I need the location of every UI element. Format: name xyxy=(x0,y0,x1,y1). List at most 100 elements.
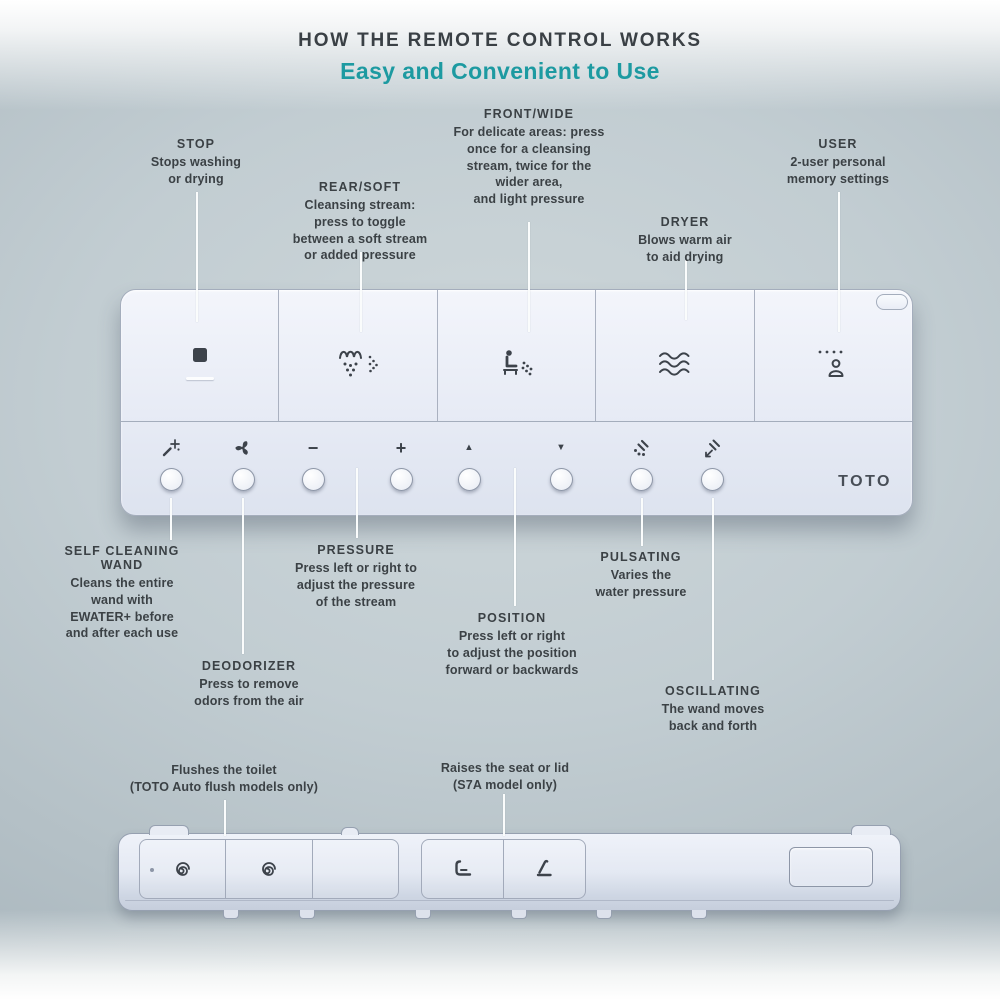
callout-line-dryer xyxy=(685,260,687,320)
callout-oscillating: OSCILLATING The wand moves back and fort… xyxy=(662,684,765,735)
side-label-area xyxy=(789,847,873,887)
seat-raise-button[interactable] xyxy=(422,840,504,898)
callout-flush-note-body: Flushes the toilet (TOTO Auto flush mode… xyxy=(129,763,319,794)
position-up-key[interactable] xyxy=(457,468,481,491)
callout-pressure-title: PRESSURE xyxy=(317,543,395,557)
pressure-plus-key[interactable] xyxy=(389,468,413,491)
callout-pulsating-title: PULSATING xyxy=(600,550,682,564)
auto-flush-light-button[interactable] xyxy=(226,840,313,898)
callout-stop-body: Stops washing or drying xyxy=(150,155,242,186)
seat-raise-icon xyxy=(454,860,471,876)
stop-button[interactable] xyxy=(121,290,280,421)
callout-line-deodorizer xyxy=(242,498,244,654)
front-wide-button[interactable] xyxy=(438,290,597,421)
page-title: HOW THE REMOTE CONTROL WORKS xyxy=(298,30,702,51)
callout-line-pressure xyxy=(356,468,358,538)
callout-dryer: DRYER Blows warm air to aid drying xyxy=(638,215,732,266)
deodorizer-key[interactable] xyxy=(231,468,255,491)
lid-raise-icon xyxy=(536,859,552,877)
callout-user: USER 2-user personal memory settings xyxy=(787,137,889,188)
callout-front-wide: FRONT/WIDE For delicate areas: press onc… xyxy=(453,107,604,208)
pressure-minus-key[interactable] xyxy=(301,468,325,491)
callout-dryer-title: DRYER xyxy=(660,215,710,229)
triangle-up-icon: ▲ xyxy=(464,442,474,454)
minus-icon: − xyxy=(307,438,319,458)
position-down-key[interactable] xyxy=(549,468,573,491)
callout-deodorizer-title: DEODORIZER xyxy=(201,659,297,673)
callout-line-front-wide xyxy=(528,222,530,332)
dryer-waves-icon xyxy=(658,351,690,376)
side-left-bump xyxy=(149,825,189,835)
callout-line-seat xyxy=(503,794,505,836)
user-memory-icon xyxy=(818,350,844,377)
pulsating-key[interactable] xyxy=(629,468,653,491)
callout-line-rear-soft xyxy=(360,252,362,332)
callout-seat-note: Raises the seat or lid (S7A model only) xyxy=(441,760,569,794)
callout-rear-soft-title: REAR/SOFT xyxy=(318,180,402,194)
pressure-minus-button: − xyxy=(291,434,335,491)
pulsating-spray-icon xyxy=(634,439,649,456)
toto-logo: TOTO xyxy=(838,473,892,490)
callout-line-stop xyxy=(196,192,198,322)
callout-user-body: 2-user personal memory settings xyxy=(786,155,890,186)
flush-light-spiral-icon xyxy=(262,862,276,876)
callout-line-position xyxy=(514,468,516,606)
callout-rear-soft: REAR/SOFT Cleansing stream: press to tog… xyxy=(293,180,427,264)
self-cleaning-wand-key[interactable] xyxy=(159,468,183,491)
position-down-button: ▼ xyxy=(539,434,583,491)
auto-flush-button[interactable] xyxy=(140,840,227,898)
seat-button-group xyxy=(421,839,586,899)
callout-pulsating-body: Varies the water pressure xyxy=(595,568,687,599)
page-subtitle: Easy and Convenient to Use xyxy=(340,58,660,84)
callout-line-flush xyxy=(224,800,226,836)
callout-rear-soft-body: Cleansing stream: press to toggle betwee… xyxy=(292,198,428,263)
dryer-button[interactable] xyxy=(596,290,755,421)
remote-control-side xyxy=(118,825,901,919)
callout-line-user xyxy=(838,192,840,332)
callout-position: POSITION Press left or right to adjust t… xyxy=(446,611,579,678)
blank-button[interactable] xyxy=(313,840,398,898)
pulsating-button xyxy=(619,434,663,491)
callout-pulsating: PULSATING Varies the water pressure xyxy=(595,550,686,601)
pressure-plus-button: + xyxy=(379,434,423,491)
callout-oscillating-title: OSCILLATING xyxy=(665,684,761,698)
callout-front-wide-body: For delicate areas: press once for a cle… xyxy=(453,125,605,206)
corner-clip xyxy=(876,294,908,310)
stop-slot xyxy=(185,376,214,380)
oscillating-spray-icon xyxy=(705,439,720,458)
callout-stop-title: STOP xyxy=(176,137,216,151)
deodorizer-fan-icon xyxy=(235,441,248,455)
rear-soft-button[interactable] xyxy=(279,290,438,421)
callout-self-cleaning-wand-body: Cleans the entire wand with EWATER+ befo… xyxy=(65,576,179,641)
callout-stop: STOP Stops washing or drying xyxy=(151,137,241,188)
callout-front-wide-title: FRONT/WIDE xyxy=(483,107,575,121)
callout-position-body: Press left or right to adjust the positi… xyxy=(445,629,579,677)
user-button[interactable] xyxy=(755,290,912,421)
flush-button-group xyxy=(139,839,399,899)
side-foot xyxy=(691,910,707,919)
callout-flush-note: Flushes the toilet (TOTO Auto flush mode… xyxy=(130,762,318,796)
deodorizer-button xyxy=(221,434,265,491)
side-foot xyxy=(223,910,239,919)
side-right-bump xyxy=(851,825,891,835)
callout-pressure-body: Press left or right to adjust the pressu… xyxy=(294,561,418,609)
side-foot xyxy=(596,910,612,919)
stop-icon xyxy=(192,347,207,362)
callout-line-self-cleaning xyxy=(170,498,172,540)
callout-line-oscillating xyxy=(712,498,714,680)
self-cleaning-wand-icon xyxy=(162,439,180,457)
callout-deodorizer-body: Press to remove odors from the air xyxy=(194,677,304,708)
indicator-dot xyxy=(150,868,154,872)
position-up-button: ▲ xyxy=(447,434,491,491)
header: HOW THE REMOTE CONTROL WORKS Easy and Co… xyxy=(0,30,1000,85)
oscillating-key[interactable] xyxy=(700,468,724,491)
callout-line-pulsating xyxy=(641,498,643,546)
callout-user-title: USER xyxy=(818,137,858,151)
flush-spiral-icon xyxy=(175,862,190,876)
callout-deodorizer: DEODORIZER Press to remove odors from th… xyxy=(194,659,304,710)
plus-icon: + xyxy=(395,438,407,458)
rear-spray-icon xyxy=(339,350,378,376)
side-mid-tab xyxy=(341,827,359,835)
lid-raise-button[interactable] xyxy=(504,840,585,898)
